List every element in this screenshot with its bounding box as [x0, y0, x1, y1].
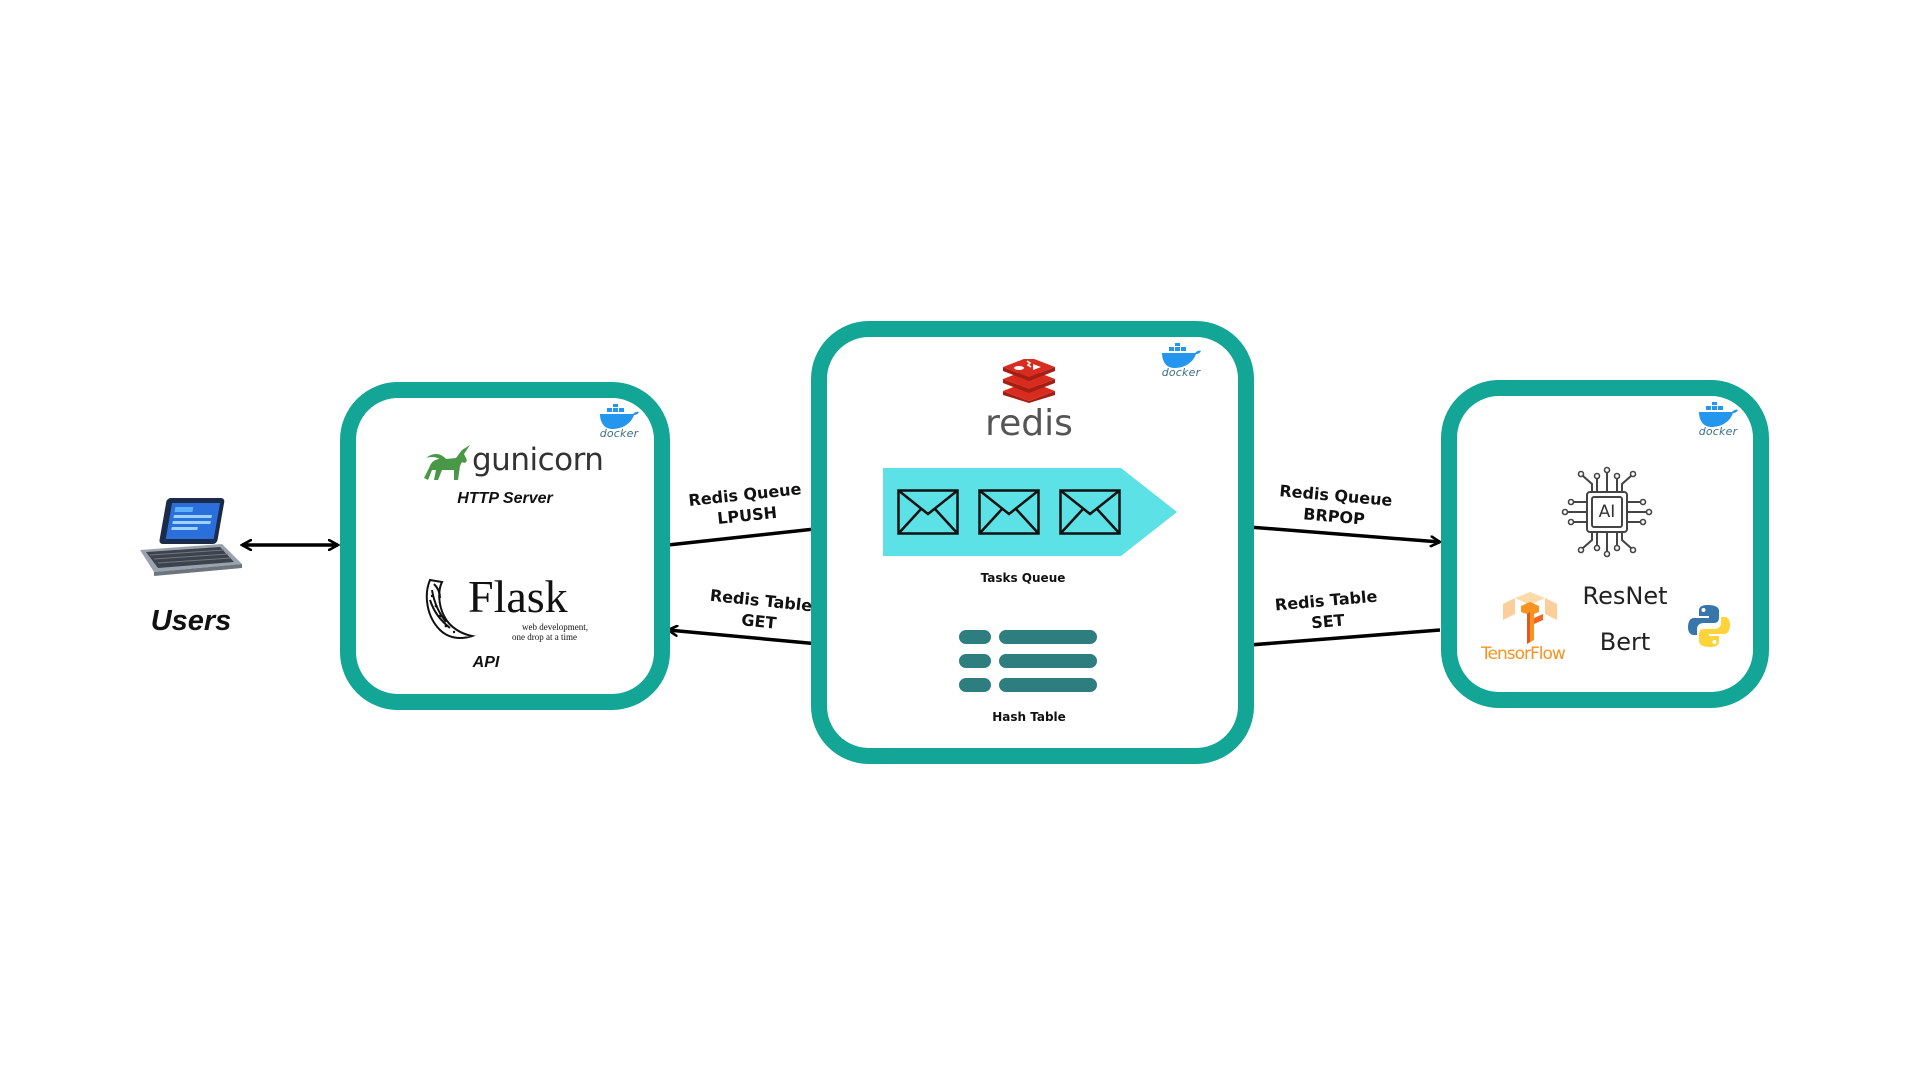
users-node [136, 492, 246, 592]
tensorflow-wordmark: TensorFlow [1481, 644, 1566, 664]
docker-label: docker [1698, 425, 1738, 438]
flask-wordmark: Flask [468, 571, 568, 622]
gunicorn-wordmark: gunicorn [472, 442, 604, 478]
flask-tagline-line2: one drop at a time [512, 632, 577, 642]
http-server-caption: HTTP Server [457, 490, 553, 507]
docker-badge: docker [592, 404, 646, 444]
docker-whale-icon [1162, 343, 1201, 368]
docker-label: docker [599, 427, 639, 440]
docker-badge: docker [1154, 343, 1208, 383]
ai-chip-label: AI [1598, 502, 1616, 522]
flask-tagline-line1: web development, [522, 622, 588, 632]
python-icon [1688, 605, 1730, 647]
envelope-icon [978, 489, 1040, 535]
tensorflow-icon [1503, 592, 1557, 644]
docker-whale-icon [1699, 402, 1738, 427]
users-label: Users [150, 605, 232, 637]
docker-badge: docker [1691, 402, 1745, 442]
redis-wordmark: redis [985, 403, 1073, 444]
model-bert-label: Bert [1599, 628, 1651, 656]
redis-cube-icon [1003, 359, 1055, 403]
ai-chip-icon: AI [1561, 466, 1653, 558]
docker-whale-icon [600, 404, 639, 429]
redis-box: docker redis Task [811, 321, 1254, 764]
hash-table-icon [959, 630, 1097, 692]
tasks-queue-caption: Tasks Queue [980, 571, 1066, 585]
model-box: docker AI [1441, 380, 1769, 708]
envelope-icon [897, 489, 959, 535]
api-box: docker gunicorn HTTP Server Flask web de… [340, 382, 670, 710]
unicorn-icon [424, 445, 470, 480]
laptop-icon [140, 498, 242, 576]
docker-label: docker [1161, 366, 1201, 379]
model-resnet-label: ResNet [1582, 582, 1668, 610]
hash-table-caption: Hash Table [992, 710, 1066, 724]
envelope-icon [1059, 489, 1121, 535]
flask-horn-icon [425, 578, 476, 639]
api-caption: API [472, 654, 500, 671]
